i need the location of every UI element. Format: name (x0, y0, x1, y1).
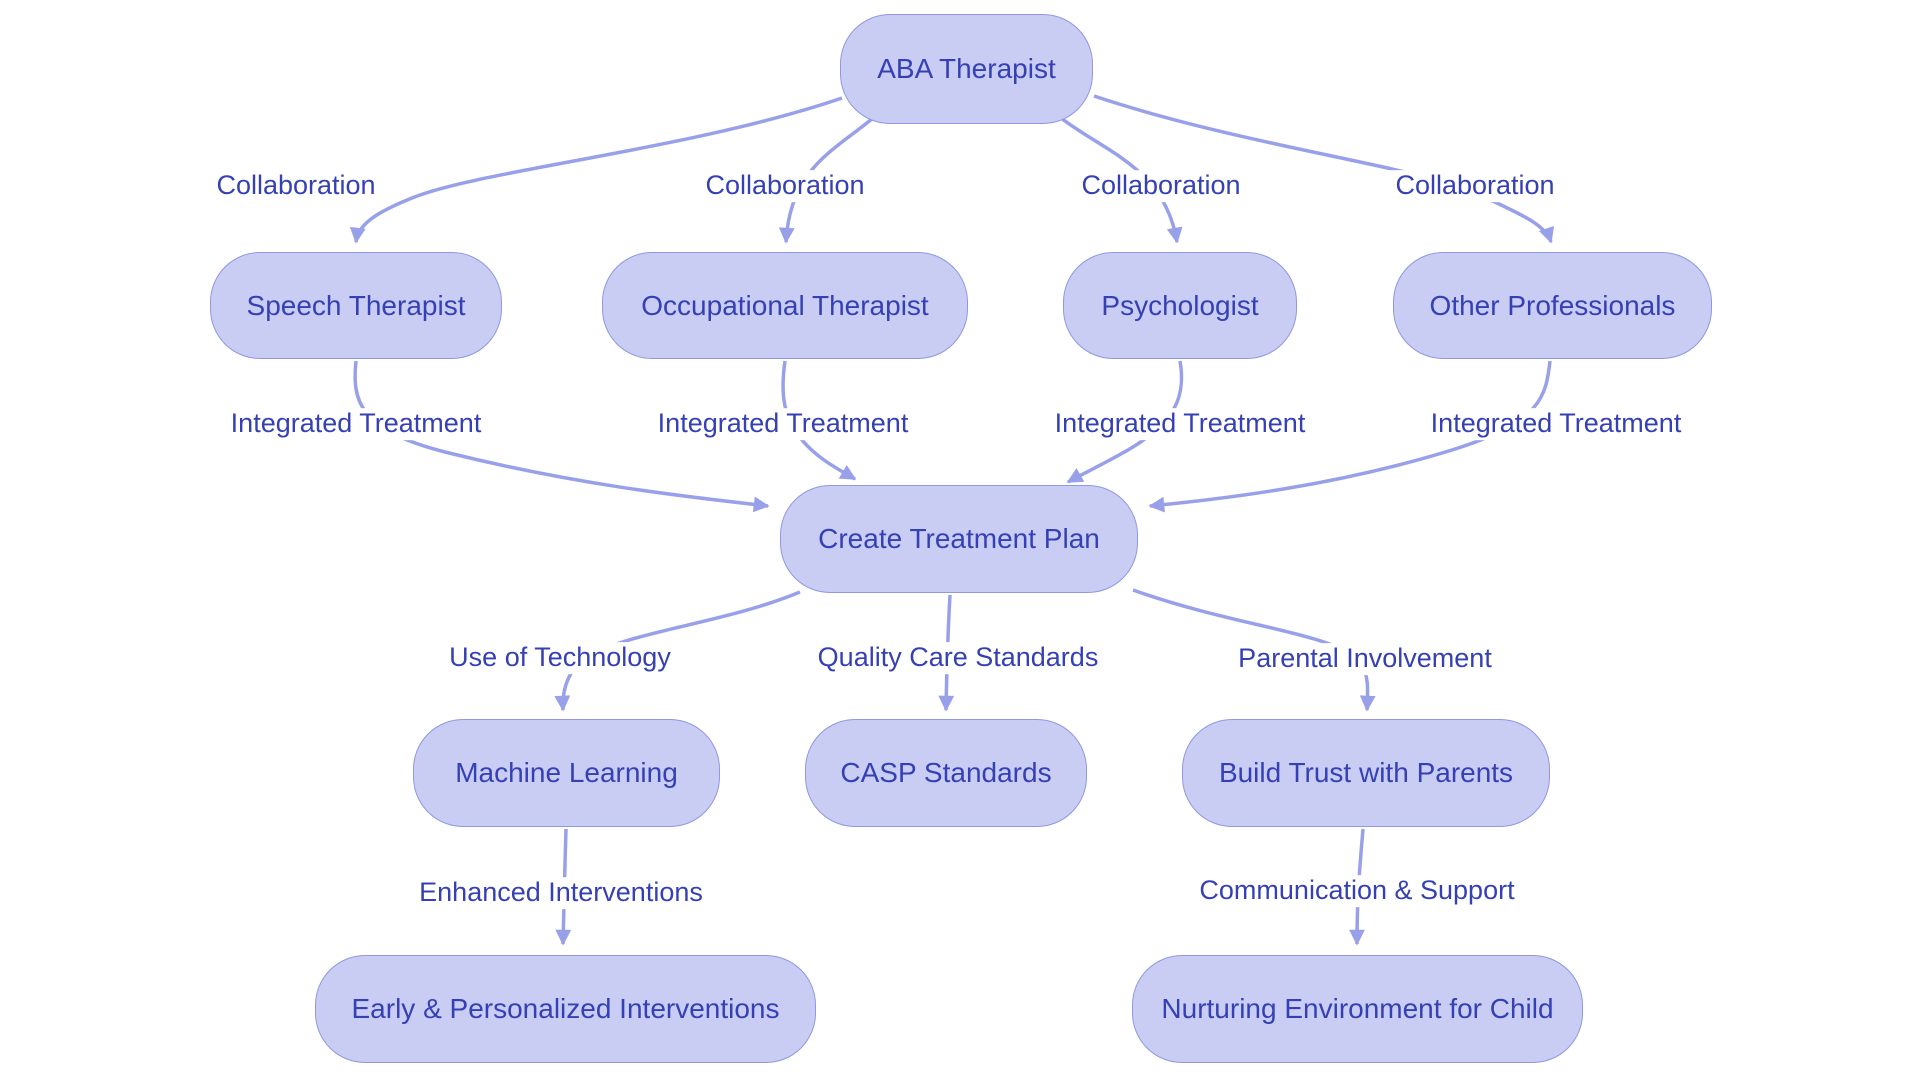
node-psychologist: Psychologist (1063, 252, 1297, 359)
edge-label-collaboration-occupational: Collaboration (699, 170, 871, 202)
node-speech-therapist: Speech Therapist (210, 252, 502, 359)
edge-label-parental-involvement: Parental Involvement (1232, 643, 1498, 675)
edge-label-collaboration-psychologist: Collaboration (1075, 170, 1247, 202)
edge-aba-to-other (1093, 94, 1554, 244)
edge-label-integrated-speech: Integrated Treatment (224, 408, 488, 440)
edge-label-collaboration-speech: Collaboration (210, 170, 382, 202)
edge-label-integrated-other: Integrated Treatment (1424, 408, 1688, 440)
edge-label-enhanced-interventions: Enhanced Interventions (413, 877, 709, 909)
node-casp-standards: CASP Standards (805, 719, 1087, 827)
node-occupational-therapist: Occupational Therapist (602, 252, 968, 359)
edge-label-collaboration-other: Collaboration (1389, 170, 1561, 202)
edge-speech-to-plan (353, 360, 770, 513)
node-machine-learning: Machine Learning (413, 719, 720, 827)
edge-psychologist-to-plan (1066, 360, 1184, 484)
node-other-professionals: Other Professionals (1393, 252, 1712, 359)
node-aba-therapist: ABA Therapist (840, 14, 1093, 124)
node-build-trust-with-parents: Build Trust with Parents (1182, 719, 1550, 827)
edge-occupational-to-plan (781, 360, 857, 481)
edge-aba-to-psychologist (1059, 116, 1183, 244)
edge-label-integrated-occupational: Integrated Treatment (651, 408, 915, 440)
node-create-treatment-plan: Create Treatment Plan (780, 485, 1138, 593)
edge-label-communication-support: Communication & Support (1193, 875, 1521, 907)
node-early-personalized-interventions: Early & Personalized Interventions (315, 955, 816, 1063)
edge-label-integrated-psychologist: Integrated Treatment (1048, 408, 1312, 440)
edge-label-use-of-technology: Use of Technology (443, 642, 677, 674)
edge-label-quality-care-standards: Quality Care Standards (811, 642, 1105, 674)
edge-other-to-plan (1148, 360, 1552, 513)
edge-aba-to-occupational (778, 116, 875, 244)
node-nurturing-environment-for-child: Nurturing Environment for Child (1132, 955, 1583, 1063)
edge-aba-to-speech (349, 96, 843, 244)
